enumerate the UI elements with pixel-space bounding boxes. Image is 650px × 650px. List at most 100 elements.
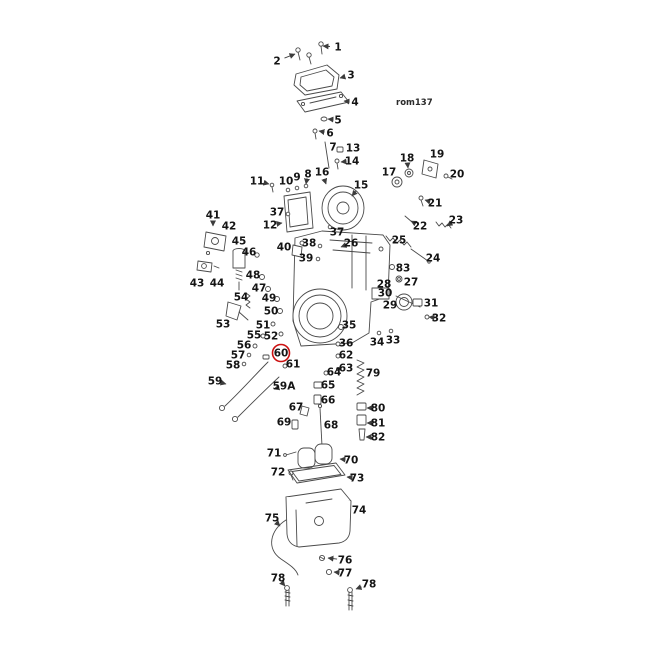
- callout-15: 15: [351, 180, 368, 197]
- callout-label: 1: [334, 42, 341, 54]
- callout-label: 74: [352, 505, 367, 517]
- callout-label: 37: [330, 227, 345, 239]
- callout-69: 69: [277, 417, 292, 429]
- callout-74: 74: [352, 505, 367, 517]
- callout-label: 72: [271, 467, 286, 479]
- part-top-screws: [295, 41, 324, 65]
- callout-7: 7: [329, 142, 336, 154]
- callout-18: 18: [400, 153, 415, 169]
- callout-80: 80: [366, 403, 385, 415]
- callout-label: 70: [344, 455, 359, 467]
- callout-label: 18: [400, 153, 415, 165]
- callout-17: 17: [382, 167, 397, 179]
- callout-label: 2: [273, 56, 280, 68]
- callout-76: 76: [327, 555, 353, 567]
- callout-label: 42: [222, 221, 237, 233]
- callout-label: 38: [302, 238, 317, 250]
- part-throttle-rollers: [391, 159, 453, 223]
- part-carburetor-body: [292, 230, 391, 347]
- callout-55: 55: [247, 330, 262, 342]
- callout-label: 9: [293, 172, 300, 184]
- callout-label: 30: [378, 288, 393, 300]
- callout-label: 40: [277, 242, 292, 254]
- callout-13: 13: [346, 143, 361, 155]
- callout-72: 72: [271, 467, 286, 479]
- part-throttle-plate-assembly: [335, 293, 430, 347]
- callout-33: 33: [386, 335, 401, 347]
- part-spring-and-jets: [356, 359, 367, 441]
- callout-label: 34: [370, 337, 385, 349]
- callout-70: 70: [339, 455, 359, 467]
- callout-label: 8: [304, 169, 311, 181]
- callout-label: 11: [250, 176, 265, 188]
- callout-32: 32: [428, 313, 447, 325]
- callout-label: 78: [271, 573, 286, 585]
- part-throttle-cables: [218, 361, 280, 423]
- callout-11: 11: [250, 176, 270, 188]
- callout-label: 71: [267, 448, 282, 460]
- part-cover-gasket: [296, 91, 350, 113]
- callout-label: 57: [231, 350, 246, 362]
- callout-46: 46: [242, 247, 257, 259]
- callout-label: 29: [383, 300, 398, 312]
- callout-label: 59A: [273, 381, 297, 393]
- callout-5: 5: [327, 115, 342, 127]
- callout-47: 47: [252, 283, 267, 295]
- callout-leader-line: [340, 242, 348, 248]
- part-diaphragm: [321, 185, 365, 231]
- callout-label: 49: [262, 293, 277, 305]
- callout-73: 73: [346, 473, 364, 485]
- callout-label: 50: [264, 306, 279, 318]
- part-bowl-screws: [284, 585, 354, 611]
- callout-label: 21: [428, 198, 443, 210]
- callout-10: 10: [279, 176, 294, 188]
- callout-16: 16: [315, 167, 330, 185]
- callout-71: 71: [267, 448, 282, 460]
- callout-leader-line: [424, 198, 432, 205]
- callout-leader-line: [339, 73, 347, 80]
- callout-label: 52: [264, 331, 279, 343]
- callout-label: 32: [432, 313, 447, 325]
- callout-label: 64: [327, 367, 342, 379]
- callout-54: 54: [234, 292, 249, 304]
- callout-37: 37: [270, 207, 285, 219]
- callout-label: 13: [346, 143, 361, 155]
- callout-53: 53: [216, 319, 231, 331]
- callout-label: 23: [449, 215, 464, 227]
- callout-60: 60: [271, 343, 291, 363]
- callout-label: 79: [366, 368, 381, 380]
- callout-label: 24: [426, 253, 441, 265]
- callout-label: 81: [371, 418, 386, 430]
- callout-leader-line: [219, 379, 227, 386]
- callout-26: 26: [340, 238, 358, 250]
- callout-label: 3: [347, 70, 354, 82]
- callout-42: 42: [222, 221, 237, 233]
- part-overflow-tube: [271, 519, 299, 576]
- part-float-bowl: [285, 488, 352, 548]
- callout-label: 27: [404, 277, 419, 289]
- part-small-fasteners-top: [312, 116, 344, 170]
- callout-label: 62: [339, 350, 354, 362]
- callout-4: 4: [343, 97, 359, 109]
- part-cable-bracket-hardware: [241, 243, 323, 369]
- callout-41: 41: [206, 210, 220, 227]
- callout-83: 83: [396, 263, 411, 275]
- callout-8: 8: [304, 169, 312, 185]
- part-top-cover: [293, 64, 340, 96]
- callout-label: 17: [382, 167, 397, 179]
- callout-label: 20: [450, 169, 465, 181]
- callout-leader-line: [355, 584, 363, 590]
- callout-leader-line: [273, 384, 281, 391]
- callout-label: 25: [392, 235, 407, 247]
- callout-label: 16: [315, 167, 330, 179]
- callout-40: 40: [277, 242, 292, 254]
- callout-59: 59: [208, 376, 227, 388]
- callout-leader-line: [318, 129, 325, 135]
- callout-57: 57: [231, 350, 246, 362]
- callout-43: 43: [190, 278, 205, 290]
- callout-81: 81: [366, 418, 386, 430]
- callout-label: 76: [338, 555, 353, 567]
- callout-leader-line: [279, 579, 286, 587]
- callout-50: 50: [264, 306, 279, 318]
- callout-label: 66: [321, 395, 336, 407]
